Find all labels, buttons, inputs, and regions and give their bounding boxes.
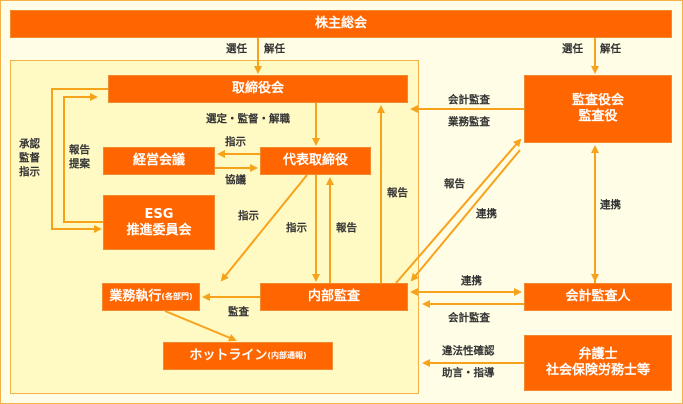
label-instruct: 指示 <box>19 166 40 178</box>
label-deliberate: 協議 <box>225 174 246 186</box>
box-label: 社会保険労務士等 <box>545 363 650 378</box>
box-label: 内部監査 <box>307 289 360 304</box>
label-report: 報告 <box>444 178 465 190</box>
box-label: 株主総会 <box>314 16 367 31</box>
box-label: 代表取締役 <box>282 153 348 168</box>
hotline-box: ホットライン(内部通報) <box>163 342 333 370</box>
label-report: 報告 <box>387 187 408 199</box>
accounting-auditor-box: 会計監査人 <box>524 283 672 311</box>
box-label: 監査役会 <box>571 93 624 108</box>
operations-box: 業務執行(各部門) <box>102 283 200 311</box>
label-instruct: 指示 <box>286 222 307 234</box>
label-business-audit: 業務監査 <box>448 116 490 128</box>
box-label: 会計監査人 <box>565 289 631 304</box>
box-label: 監査役 <box>578 109 618 124</box>
label-dismiss: 解任 <box>600 43 621 55</box>
box-label: 業務執行 <box>109 289 162 304</box>
label-dismiss: 解任 <box>264 43 285 55</box>
label-instruct: 指示 <box>238 210 259 222</box>
box-label: 推進委員会 <box>126 222 192 238</box>
internal-audit-box: 内部監査 <box>260 283 408 311</box>
box-label: ESG <box>144 206 174 222</box>
arrow-esg-board <box>63 93 103 223</box>
arrow-audit-auditors <box>395 138 522 284</box>
label-instruct: 指示 <box>225 136 246 148</box>
label-select-supervise-dismiss: 選定・監督・解職 <box>206 113 290 125</box>
label-propose: 提案 <box>69 158 90 170</box>
label-cooperation: 連携 <box>476 208 497 220</box>
label-supervise: 監督 <box>19 152 40 164</box>
label-cooperation: 連携 <box>600 199 621 211</box>
label-cooperation: 連携 <box>461 275 482 287</box>
box-label: 経営会議 <box>132 153 185 168</box>
ceo-box: 代表取締役 <box>260 147 371 175</box>
box-sublabel: (各部門) <box>161 292 193 301</box>
label-report: 報告 <box>336 222 357 234</box>
label-accounting-audit: 会計監査 <box>448 312 490 324</box>
audit-board-box: 監査役会監査役 <box>524 75 672 143</box>
arrow-ops-hotline <box>164 310 237 342</box>
arrow-board-esg <box>51 88 108 233</box>
label-advice-guidance: 助言・指導 <box>442 367 495 379</box>
label-legality-check: 違法性確認 <box>442 345 495 357</box>
arrow-ceo-ops <box>220 174 308 282</box>
lawyers-box: 弁護士社会保険労務士等 <box>524 335 672 391</box>
label-elect: 選任 <box>226 43 247 55</box>
shareholders-meeting-box: 株主総会 <box>10 10 672 38</box>
box-label: 弁護士 <box>578 347 618 362</box>
management-meeting-box: 経営会議 <box>103 147 215 175</box>
board-box: 取締役会 <box>108 75 408 103</box>
box-sublabel: (内部通報) <box>267 351 307 360</box>
box-label: ホットライン <box>189 348 268 363</box>
label-accounting-audit: 会計監査 <box>448 94 490 106</box>
label-approve: 承認 <box>19 138 40 150</box>
arrow-auditors-audit <box>410 149 521 282</box>
label-report: 報告 <box>69 144 90 156</box>
box-label: 取締役会 <box>231 81 284 96</box>
label-audit: 監査 <box>228 306 249 318</box>
label-elect: 選任 <box>562 43 583 55</box>
